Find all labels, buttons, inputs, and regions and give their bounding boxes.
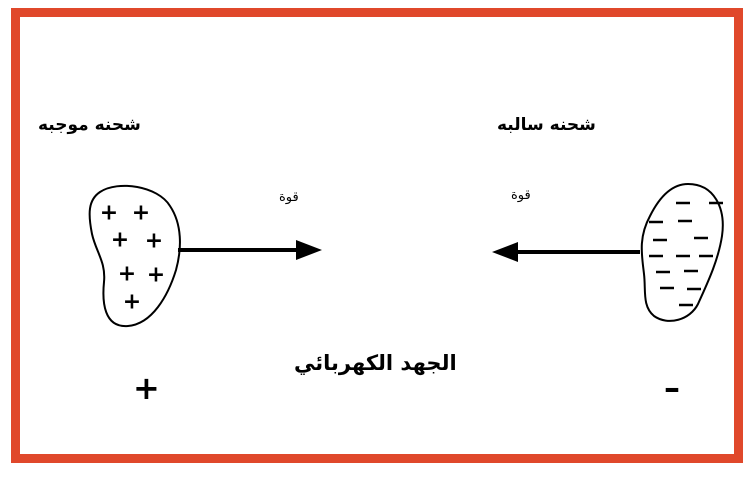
force-arrow-right-head — [296, 240, 322, 260]
plus-mark-1: + — [100, 201, 118, 226]
positive-charge-label: شحنه موجبه — [38, 115, 141, 135]
plus-mark-3: + — [111, 228, 129, 253]
force-arrow-left-head — [492, 242, 518, 262]
electric-potential-title: الجهد الكهربائي — [294, 351, 457, 375]
plus-mark-5: + — [118, 262, 136, 287]
plus-mark-7: + — [123, 290, 141, 315]
force-label-right: قوة — [511, 188, 531, 203]
force-label-left: قوة — [279, 190, 299, 205]
negative-charge-label: شحنه سالبه — [497, 115, 596, 135]
positive-terminal-symbol: + — [133, 372, 160, 404]
negative-sign-group — [649, 203, 723, 305]
negative-terminal-symbol: – — [664, 372, 680, 404]
positive-sign-group: +++++++ — [100, 201, 165, 315]
negative-charge-blob — [642, 184, 723, 321]
plus-mark-4: + — [145, 229, 163, 254]
plus-mark-2: + — [132, 201, 150, 226]
plus-mark-6: + — [147, 263, 165, 288]
